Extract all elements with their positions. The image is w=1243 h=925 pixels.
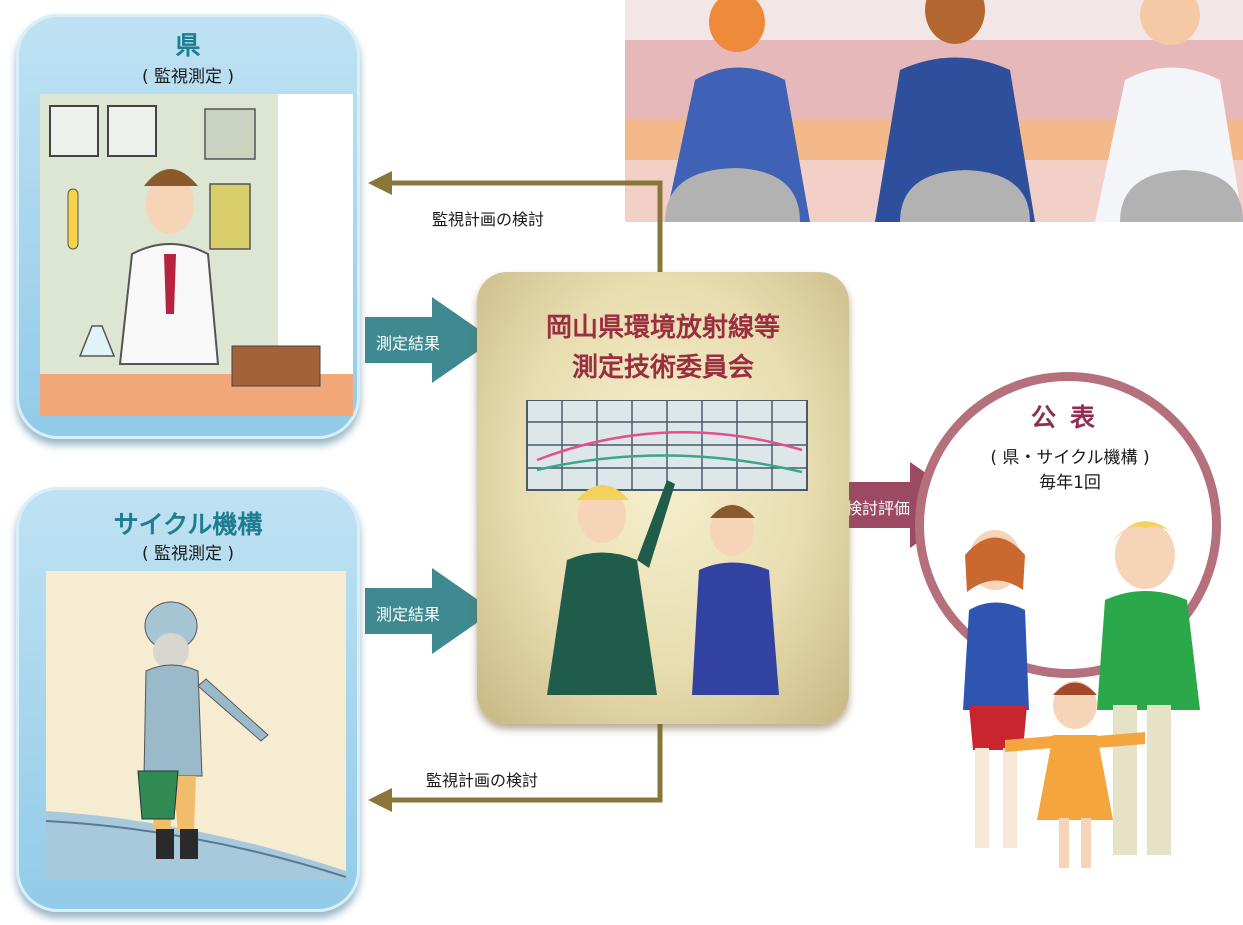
committee-discussion-illustration — [526, 400, 808, 695]
committee-title: 岡山県環境放射線等 測定技術委員会 — [477, 308, 849, 388]
plan-review-top-line — [388, 180, 663, 272]
result-arrow-top-shape — [365, 297, 494, 383]
prefecture-panel: 県 ( 監視測定 ) — [16, 14, 360, 439]
prefecture-title: 県 — [175, 31, 201, 60]
result-arrow-bottom-label: 測定結果 — [376, 605, 441, 624]
publication-title: 公表 — [1030, 403, 1109, 432]
cycle-panel: サイクル機構 ( 監視測定 ) — [16, 487, 360, 912]
committee-box: 岡山県環境放射線等 測定技術委員会 — [477, 272, 849, 724]
plan-review-bottom-caption: 監視計画の検討 — [426, 771, 539, 790]
plan-review-bottom-line — [388, 724, 663, 803]
committee-title-line2: 測定技術委員会 — [571, 353, 754, 383]
result-arrow-top-label: 測定結果 — [376, 334, 441, 353]
committee-title-line1: 岡山県環境放射線等 — [545, 313, 780, 343]
result-arrow-bottom-shape — [365, 568, 494, 654]
cycle-title: サイクル機構 — [113, 510, 263, 539]
evaluation-arrow-label: 検討評価 — [846, 499, 911, 518]
publication-subtitle: ( 県・サイクル機構 ) — [990, 448, 1150, 468]
plan-review-top-caption: 監視計画の検討 — [432, 210, 545, 229]
meeting-illustration — [625, 0, 1243, 222]
lab-scientist-illustration — [40, 94, 353, 416]
plan-review-top-arrowhead — [368, 171, 392, 195]
cycle-subtitle: ( 監視測定 ) — [141, 544, 235, 564]
publication-frequency: 毎年1回 — [1039, 473, 1101, 493]
field-worker-illustration — [46, 571, 346, 879]
prefecture-subtitle: ( 監視測定 ) — [141, 67, 235, 87]
family-illustration — [963, 521, 1200, 868]
plan-review-bottom-arrowhead — [368, 788, 392, 812]
